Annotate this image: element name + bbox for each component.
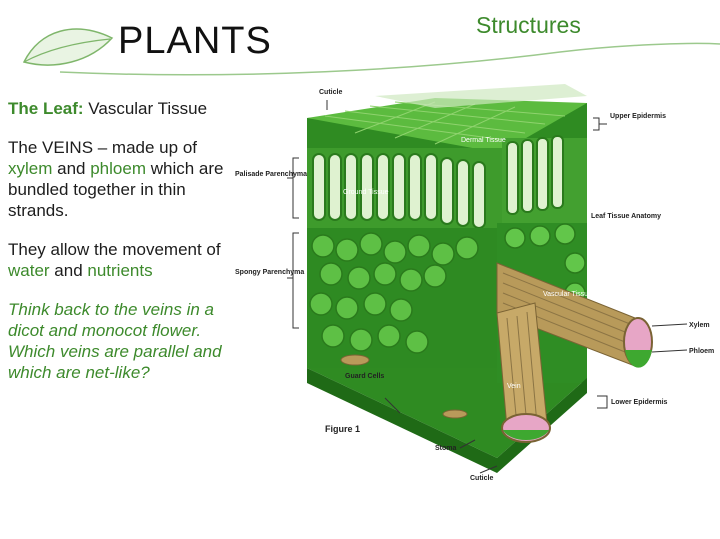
heading-rest: Vascular Tissue: [83, 99, 208, 118]
label-vein: Vein: [507, 383, 521, 390]
heading-bold: The Leaf:: [8, 99, 84, 118]
xylem-term: xylem: [8, 159, 53, 178]
veins-text-and: and: [52, 159, 91, 178]
label-palisade: Palisade Parenchyma: [235, 171, 307, 178]
label-stoma: Stoma: [435, 445, 457, 452]
movement-text-1: They allow the movement of: [8, 240, 221, 259]
text-column: The Leaf: Vascular Tissue The VEINS – ma…: [8, 98, 240, 401]
label-guard-cells: Guard Cells: [345, 373, 384, 380]
section-title: Structures: [476, 12, 581, 38]
figure-caption: Figure 1: [325, 424, 360, 434]
phloem-term: phloem: [90, 159, 146, 178]
label-leaf-tissue-anatomy: Leaf Tissue Anatomy: [591, 213, 661, 220]
question-paragraph: Think back to the veins in a dicot and m…: [8, 300, 222, 382]
nutrients-term: nutrients: [87, 261, 153, 280]
label-dermal-tissue: Dermal Tissue: [461, 137, 506, 144]
leaf-logo-icon: [22, 28, 114, 66]
page-title: PLANTS: [118, 20, 272, 62]
label-vascular-tissue: Vascular Tissue: [543, 291, 592, 298]
veins-paragraph: The VEINS – made up of xylem and phloem …: [8, 137, 240, 221]
label-cuticle-bottom: Cuticle: [470, 475, 493, 482]
label-lower-epidermis: Lower Epidermis: [611, 399, 668, 406]
veins-text-2: which are bundled together in thin stran…: [8, 159, 224, 220]
label-ground-tissue: Ground Tissue: [343, 189, 389, 196]
movement-text-and: and: [49, 261, 88, 280]
water-term: water: [8, 261, 50, 280]
veins-text-1: The VEINS – made up of: [8, 138, 197, 157]
label-cuticle-top: Cuticle: [319, 89, 342, 96]
leaf-anatomy-diagram: Cuticle Upper Epidermis Dermal Tissue Pa…: [235, 84, 714, 482]
header-swoosh: [59, 42, 720, 76]
label-xylem: Xylem: [689, 322, 710, 329]
leaf-heading: The Leaf: Vascular Tissue: [8, 98, 240, 119]
label-upper-epidermis: Upper Epidermis: [610, 113, 666, 120]
label-spongy: Spongy Parenchyma: [235, 269, 304, 276]
movement-paragraph: They allow the movement of water and nut…: [8, 239, 240, 281]
label-phloem: Phloem: [689, 348, 714, 355]
